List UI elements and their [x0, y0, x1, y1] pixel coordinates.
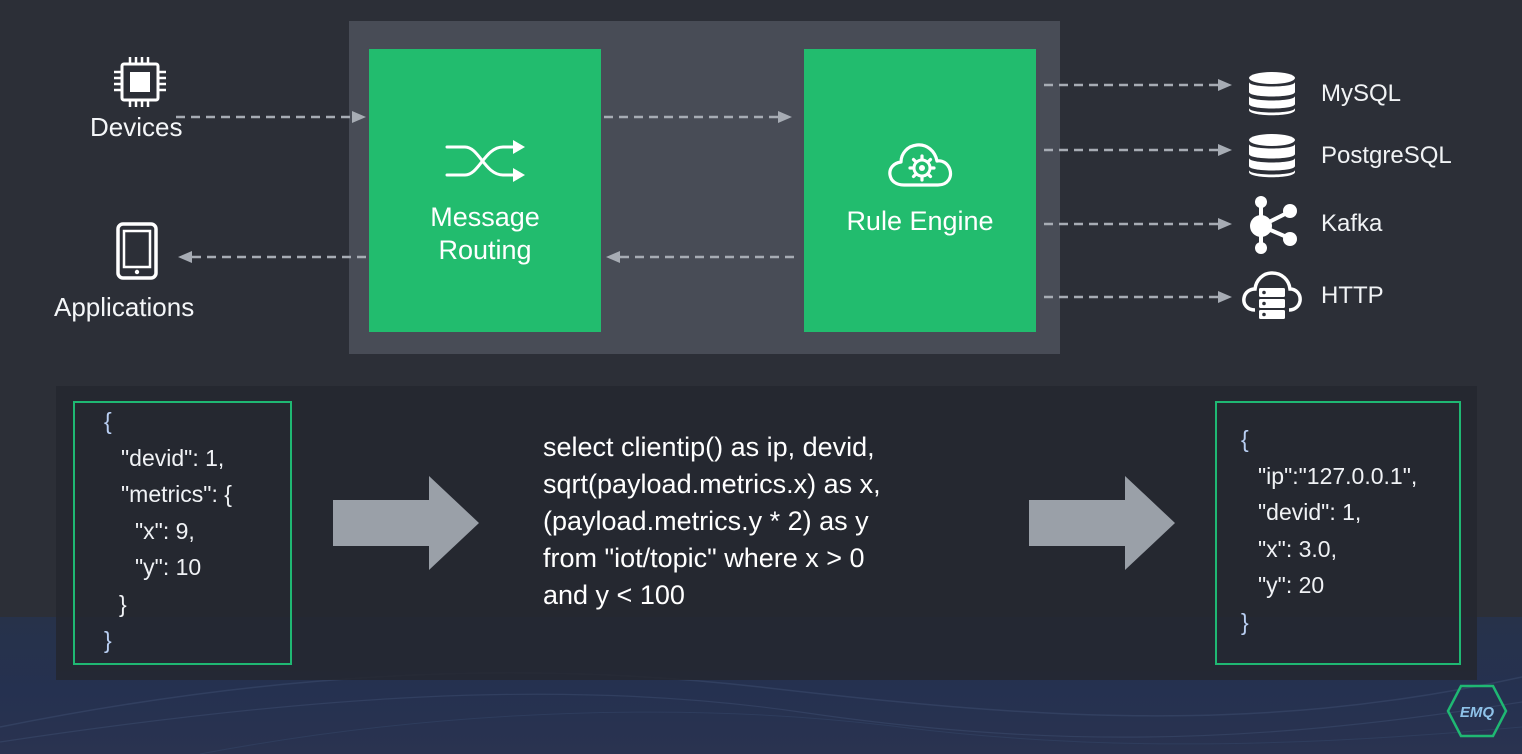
- cloud-gear-icon: [888, 143, 953, 187]
- input-json-line: "y": 10: [135, 554, 202, 580]
- sql-line: sqrt(payload.metrics.x) as x,: [543, 469, 881, 499]
- sink-label-kafka: Kafka: [1321, 210, 1383, 237]
- rule-engine-box: Rule Engine: [804, 49, 1036, 332]
- input-json-box: [73, 401, 292, 665]
- sql-line: select clientip() as ip, devid,: [543, 432, 875, 462]
- output-json-line: "devid": 1,: [1258, 499, 1362, 525]
- output-json-line: "y": 20: [1258, 572, 1325, 598]
- shuffle-icon: [445, 140, 525, 182]
- output-json-line: "x": 3.0,: [1258, 536, 1337, 562]
- input-json-line: "devid": 1,: [121, 445, 225, 471]
- database-icon: [1249, 134, 1295, 178]
- tablet-icon: [116, 222, 158, 280]
- sql-line: from "iot/topic" where x > 0: [543, 543, 865, 573]
- sql-line: (payload.metrics.y * 2) as y: [543, 506, 869, 536]
- transform-arrow-icon: [333, 476, 479, 570]
- input-json-line: {: [104, 408, 112, 434]
- sql-line: and y < 100: [543, 580, 685, 610]
- rule-engine-label: Rule Engine: [846, 206, 994, 236]
- result-arrow-icon: [1029, 476, 1175, 570]
- database-icon: [1249, 72, 1295, 116]
- input-json-line: }: [104, 627, 112, 653]
- kafka-icon: [1250, 196, 1297, 254]
- output-json-line: }: [1241, 609, 1249, 635]
- flow-arrows: [176, 79, 1232, 303]
- input-json-line: "x": 9,: [135, 518, 195, 544]
- sink-label-http: HTTP: [1321, 282, 1384, 309]
- sink-label-postgresql: PostgreSQL: [1321, 142, 1452, 169]
- output-json-box: [1215, 401, 1461, 665]
- output-json-line: "ip":"127.0.0.1",: [1258, 463, 1418, 489]
- rule-example-panel: [56, 386, 1477, 680]
- decorative-wave: [0, 672, 1522, 754]
- input-json-line: }: [119, 591, 127, 617]
- emq-logo: EMQ: [1446, 684, 1508, 738]
- svg-text:EMQ: EMQ: [1460, 704, 1495, 721]
- output-json-line: {: [1241, 426, 1249, 452]
- message-routing-box: Message Routing: [369, 49, 601, 332]
- devices-label: Devices: [90, 112, 183, 142]
- sink-label-mysql: MySQL: [1321, 80, 1402, 107]
- chip-icon: [114, 57, 166, 107]
- applications-label: Applications: [54, 292, 195, 322]
- message-routing-label: Message Routing: [430, 202, 540, 265]
- cloud-server-icon: [1242, 271, 1302, 319]
- input-json-line: "metrics": {: [121, 481, 232, 507]
